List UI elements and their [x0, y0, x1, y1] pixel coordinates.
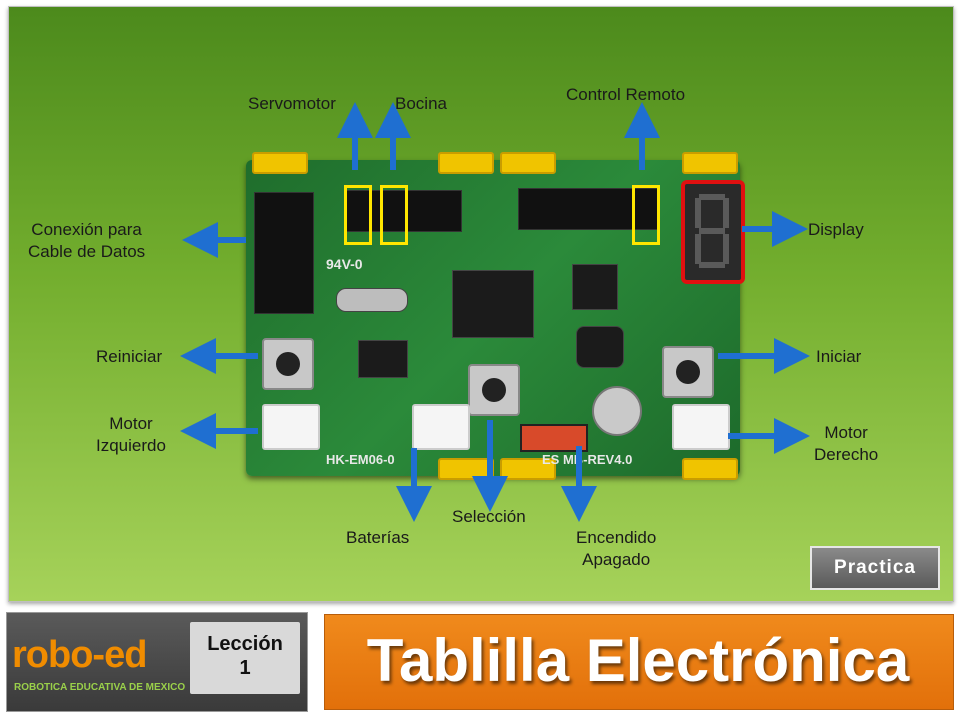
practica-badge: Practica: [810, 546, 940, 590]
logo: robo-ed: [12, 634, 147, 676]
logo-subtitle: ROBOTICA EDUCATIVA DE MEXICO: [14, 682, 186, 693]
label-servomotor: Servomotor: [248, 94, 336, 113]
leccion-badge: Lección 1: [190, 622, 300, 694]
capacitor: [592, 386, 642, 436]
page-title: Tablilla Electrónica: [366, 627, 910, 694]
leccion-number: 1: [239, 657, 251, 679]
label-control-remoto: Control Remoto: [566, 85, 686, 104]
leccion-label: Lección: [207, 633, 283, 655]
model-silkscreen-left: HK-EM06-0: [326, 452, 395, 467]
crystal-oscillator: [336, 288, 408, 312]
label-baterias: Baterías: [346, 528, 410, 547]
data-cable-header: [254, 192, 314, 314]
label-conexion: Conexión para Cable de Datos: [28, 220, 146, 261]
label-motor-derecho: Motor Derecho: [814, 423, 879, 464]
board-tab: [682, 152, 738, 174]
ic-chip: [572, 264, 618, 310]
right-motor-connector: [672, 404, 730, 450]
title-box: [324, 614, 954, 710]
label-display: Display: [808, 220, 864, 239]
board-tab: [682, 458, 738, 480]
label-seleccion: Selección: [452, 507, 526, 526]
left-motor-connector: [262, 404, 320, 450]
label-bocina: Bocina: [395, 94, 447, 113]
board-tab: [438, 152, 494, 174]
label-motor-izquierdo: Motor Izquierdo: [96, 414, 166, 455]
board-tab: [500, 458, 556, 480]
select-button: [468, 364, 520, 416]
segment-digit-icon: [695, 194, 729, 268]
servo-pin-header: [346, 190, 462, 232]
model-silkscreen-right: ES MB-REV4.0: [542, 452, 633, 467]
control-remoto-highlight: [632, 185, 660, 245]
reset-button: [262, 338, 314, 390]
power-connector: [412, 404, 470, 450]
rating-silkscreen: 94V-0: [326, 256, 363, 272]
label-reiniciar: Reiniciar: [96, 347, 163, 366]
label-iniciar: Iniciar: [816, 347, 862, 366]
label-encendido: Encendido Apagado: [576, 528, 657, 569]
board-tab: [252, 152, 308, 174]
board-tab: [500, 152, 556, 174]
ic-chip: [358, 340, 408, 378]
microcontroller-chip: [452, 270, 534, 338]
input-pin-header: [518, 188, 660, 230]
inductor: [576, 326, 624, 368]
start-button: [662, 346, 714, 398]
bocina-highlight: [380, 185, 408, 245]
servomotor-highlight: [344, 185, 372, 245]
